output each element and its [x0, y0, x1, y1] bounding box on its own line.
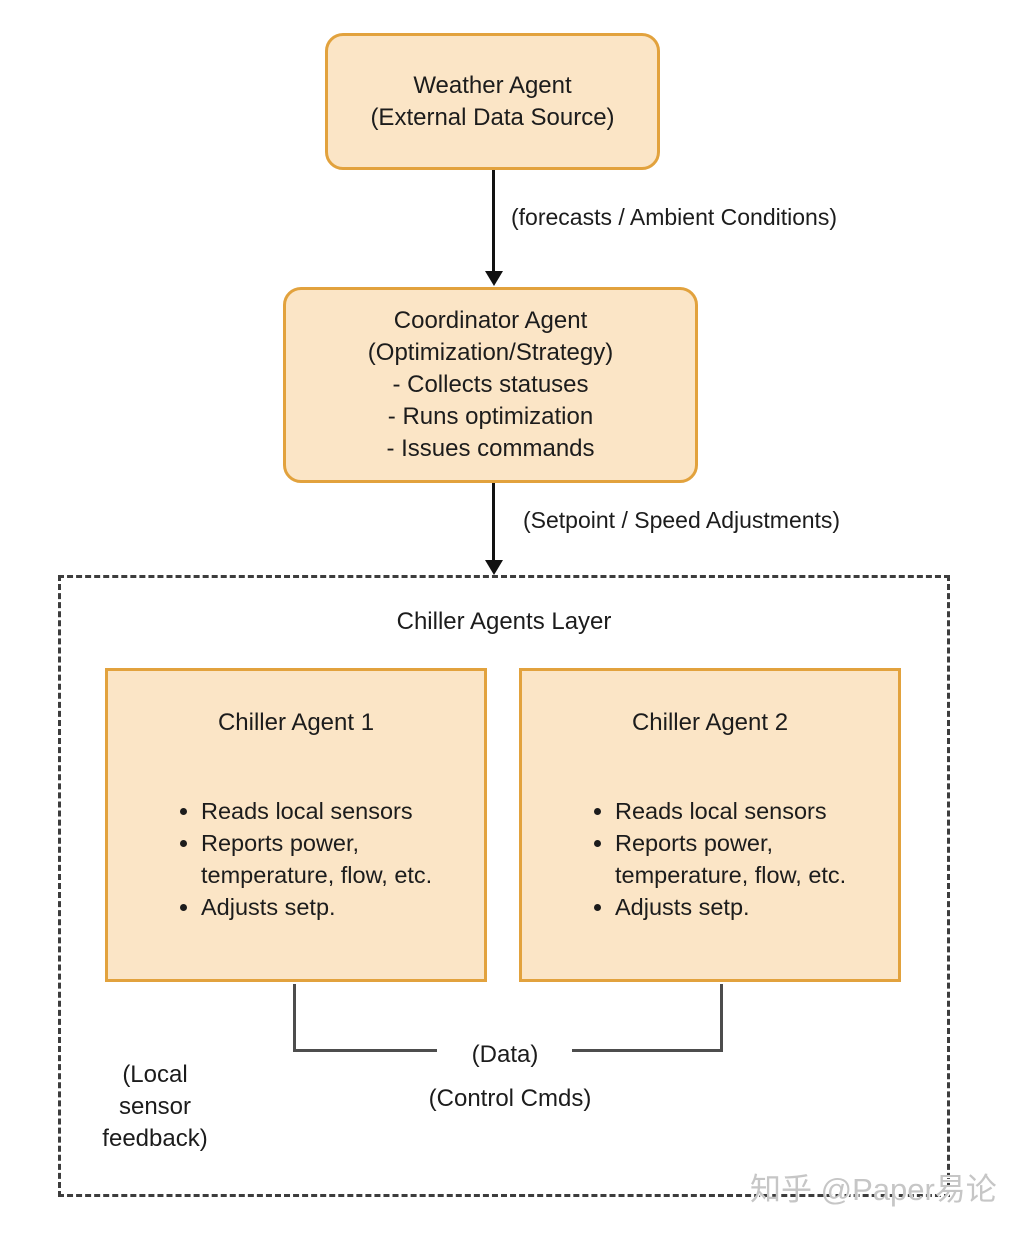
chiller-agent-1-title: Chiller Agent 1: [217, 709, 375, 736]
weather-agent-box: Weather Agent (External Data Source): [325, 33, 660, 170]
chiller-agents-layer-container: [58, 575, 950, 1197]
coordinator-agent-subtitle: (Optimization/Strategy): [367, 339, 614, 366]
chiller-agent-2-title: Chiller Agent 2: [631, 709, 789, 736]
chiller-agent-2-box: Chiller Agent 2 Reads local sensors Repo…: [519, 668, 901, 982]
bullet-item: Reports power, temperature, flow, etc.: [201, 827, 466, 891]
bullet-item: Adjusts setp.: [615, 891, 880, 923]
chiller-agent-1-bullets: Reads local sensors Reports power, tempe…: [108, 795, 466, 923]
chiller-agents-layer-title: Chiller Agents Layer: [396, 608, 612, 635]
bullet-item: Reads local sensors: [615, 795, 880, 827]
arrow-coordinator-to-layer-head: [485, 560, 503, 575]
local-sensor-feedback-label: (Local sensor feedback): [102, 1061, 208, 1152]
coordinator-item: - Collects statuses: [392, 371, 589, 398]
data-label: (Data): [471, 1041, 539, 1068]
connector-chiller2-to-data: [572, 984, 723, 1052]
coordinator-agent-title: Coordinator Agent: [393, 307, 588, 334]
arrow-weather-to-coordinator-line: [492, 170, 495, 274]
arrow1-label: (forecasts / Ambient Conditions): [511, 204, 837, 230]
weather-agent-subtitle: (External Data Source): [370, 103, 615, 131]
bullet-item: Reports power, temperature, flow, etc.: [615, 827, 880, 891]
arrow2-label: (Setpoint / Speed Adjustments): [523, 507, 841, 533]
arrow-weather-to-coordinator-head: [485, 271, 503, 286]
chiller-agent-1-box: Chiller Agent 1 Reads local sensors Repo…: [105, 668, 487, 982]
chiller-agent-2-bullets: Reads local sensors Reports power, tempe…: [522, 795, 880, 923]
watermark-text: 知乎 @Paper易论: [750, 1172, 997, 1207]
coordinator-agent-box: Coordinator Agent (Optimization/Strategy…: [283, 287, 698, 483]
connector-chiller1-to-data: [293, 984, 437, 1052]
coordinator-item: - Issues commands: [386, 435, 595, 462]
bullet-item: Reads local sensors: [201, 795, 466, 827]
coordinator-item: - Runs optimization: [387, 403, 594, 430]
bullet-item: Adjusts setp.: [201, 891, 466, 923]
weather-agent-title: Weather Agent: [413, 71, 572, 99]
arrow-coordinator-to-layer-line: [492, 483, 495, 563]
control-cmds-label: (Control Cmds): [428, 1085, 592, 1112]
